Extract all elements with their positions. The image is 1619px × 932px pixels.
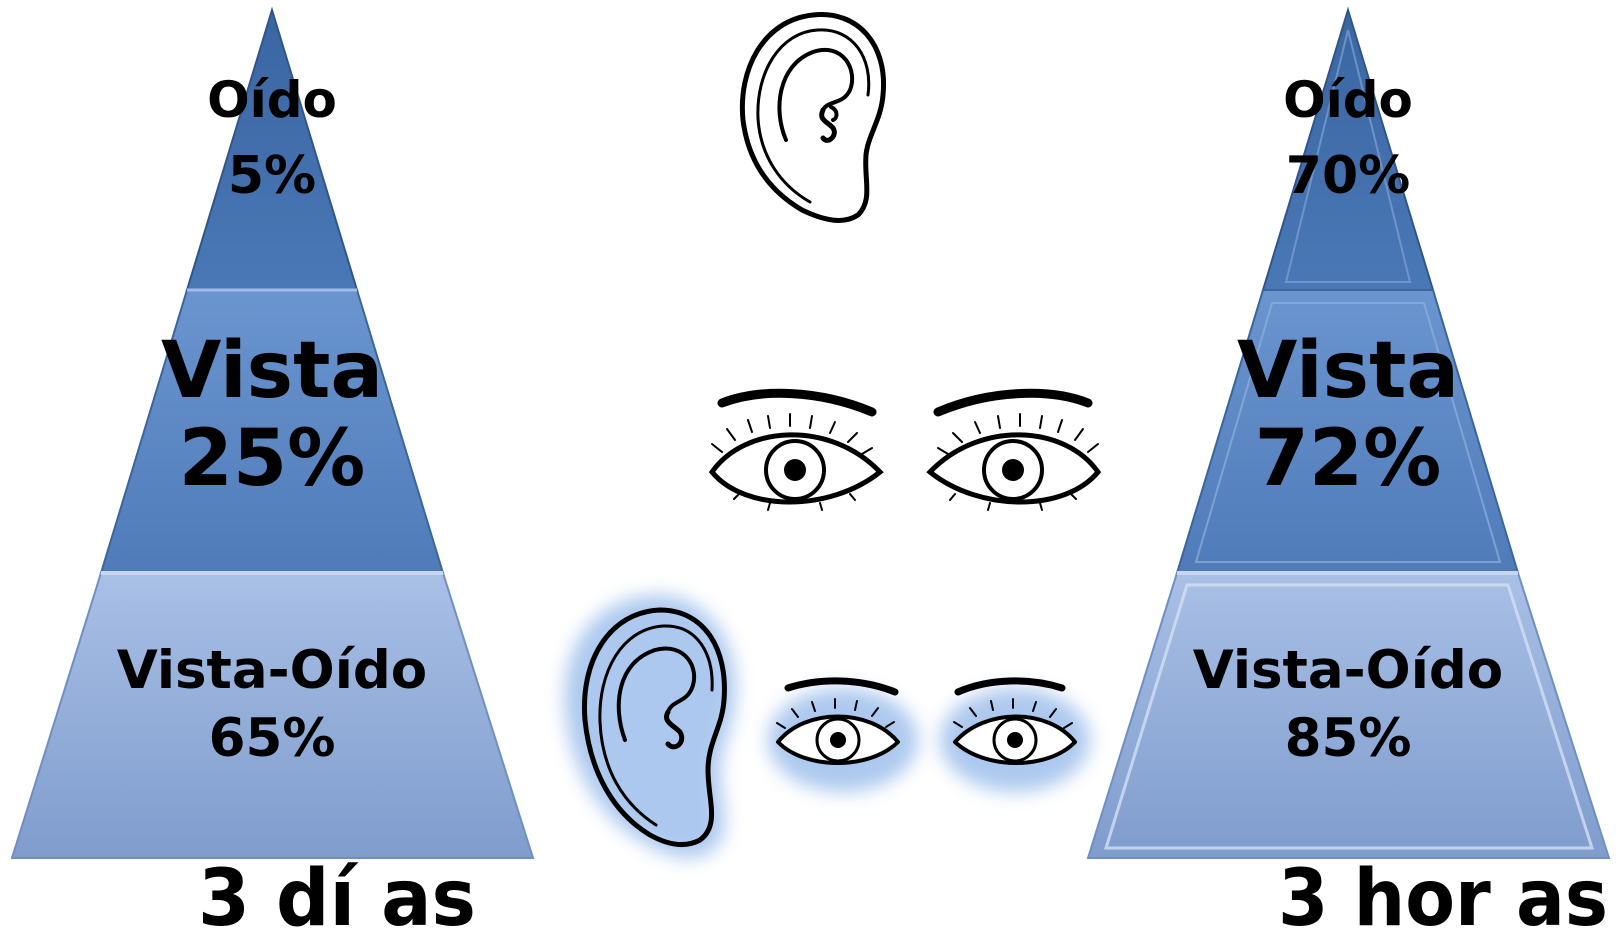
left-footer: 3 dí as — [198, 854, 476, 932]
ear-and-eyes-glow-icon — [564, 595, 1090, 858]
eyes-icon — [708, 388, 1102, 511]
left-tier2-value: 25% — [179, 414, 366, 504]
left-tier1-name: Oído — [207, 71, 337, 129]
right-tier2-value: 72% — [1255, 414, 1442, 504]
right-tier3-value: 85% — [1285, 708, 1412, 769]
left-pyramid: Oído 5% Vista 25% Vista-Oído 65% 3 dí as — [10, 6, 535, 932]
right-tier2-name: Vista — [1237, 326, 1459, 416]
left-tier3-value: 65% — [209, 708, 336, 769]
right-tier3-name: Vista-Oído — [1193, 640, 1503, 701]
left-tier1-value: 5% — [228, 146, 316, 206]
left-tier3-name: Vista-Oído — [117, 640, 427, 701]
ear-icon — [739, 12, 887, 223]
left-tier2-name: Vista — [161, 326, 383, 416]
right-tier1-name: Oído — [1283, 71, 1413, 129]
right-footer: 3 hor as — [1278, 854, 1608, 932]
right-tier1-value: 70% — [1286, 146, 1410, 206]
right-pyramid: Oído 70% Vista 72% Vista-Oído 85% 3 hor … — [1086, 6, 1611, 932]
